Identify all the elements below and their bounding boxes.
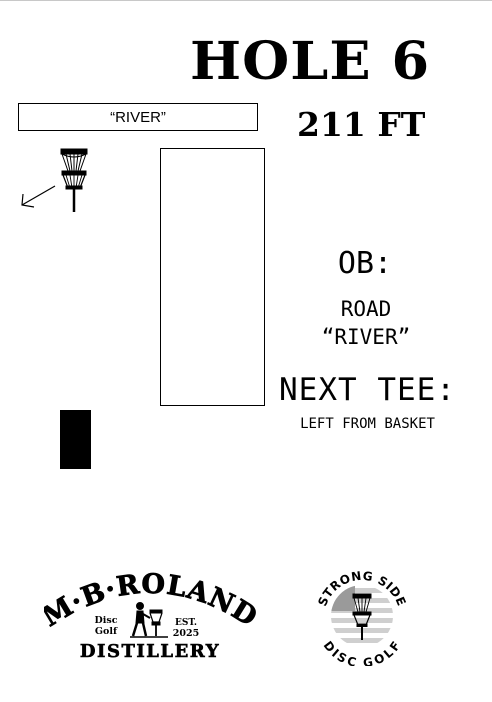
hole-title: HOLE 6 (190, 31, 431, 92)
ob-label: OB: (337, 246, 393, 281)
fairway-boundary (160, 148, 265, 406)
next-tee-directions: LEFT FROM BASKET (300, 416, 435, 432)
top-border (0, 0, 492, 1)
next-tee-label: NEXT TEE: (279, 372, 456, 408)
arrow-icon (21, 185, 56, 208)
river-hazard-box: “RIVER” (18, 103, 258, 131)
logo-left-name-bottom: DISTILLERY (80, 641, 220, 662)
ob-item-road: ROAD (340, 297, 392, 321)
strong-side-disc-golf-logo: STRONG SIDE DISC GOLF (315, 569, 408, 666)
logo-left-est-label: EST. (175, 618, 197, 628)
tee-pad (60, 410, 91, 469)
logo-left-est-year: 2025 (173, 628, 199, 639)
river-hazard-label: “RIVER” (110, 108, 166, 126)
golfer-basket-icon (130, 602, 168, 638)
ob-item-river: “RIVER” (321, 325, 411, 349)
logo-left-line2: Golf (95, 626, 118, 637)
basket-icon (352, 593, 372, 640)
disc-golf-basket-icon (21, 148, 88, 212)
hole-distance: 211 FT (297, 105, 426, 144)
logo-left-line1: Disc (95, 615, 118, 626)
